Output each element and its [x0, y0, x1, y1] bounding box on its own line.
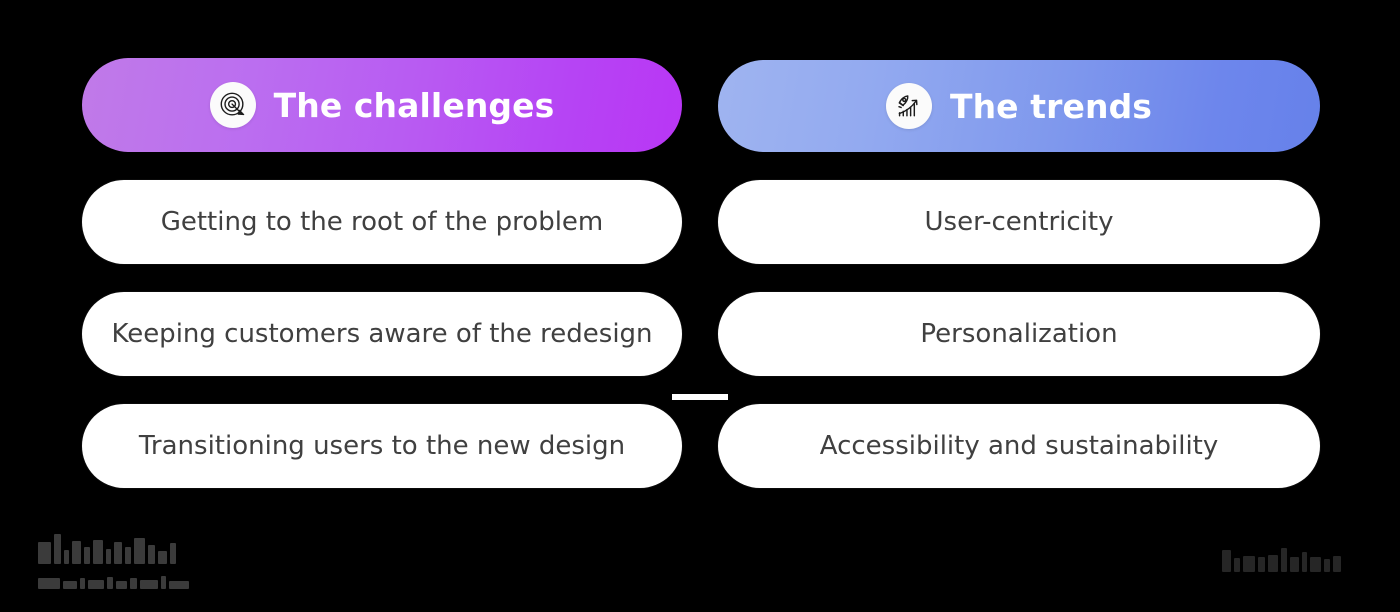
header-pill-challenges[interactable]: The challenges: [82, 58, 682, 152]
target-arrow-icon: [209, 82, 256, 128]
comparison-columns: The challenges Getting to the root of th…: [82, 0, 1320, 488]
card-label: Keeping customers aware of the redesign: [111, 319, 653, 349]
company-logo-wordmark: [38, 532, 208, 590]
list-item[interactable]: Getting to the root of the problem: [82, 180, 682, 264]
card-label: Transitioning users to the new design: [138, 431, 626, 461]
card-label: Getting to the root of the problem: [160, 207, 604, 237]
list-item[interactable]: Personalization: [718, 292, 1320, 376]
list-item[interactable]: Accessibility and sustainability: [718, 404, 1320, 488]
column-challenges: The challenges Getting to the root of th…: [82, 0, 682, 488]
card-label: Accessibility and sustainability: [819, 431, 1219, 461]
rocket-growth-chart-icon: [885, 83, 932, 129]
column-divider-tick: [672, 394, 728, 400]
header-pill-trends[interactable]: The trends: [718, 60, 1320, 152]
card-label: User-centricity: [924, 207, 1114, 237]
source-wordmark: [1222, 542, 1350, 578]
list-item[interactable]: User-centricity: [718, 180, 1320, 264]
column-trends: The trends User-centricity Personalizati…: [718, 0, 1320, 488]
header-label-trends: The trends: [949, 86, 1153, 126]
list-item[interactable]: Keeping customers aware of the redesign: [82, 292, 682, 376]
header-label-challenges: The challenges: [273, 85, 555, 125]
card-label: Personalization: [920, 319, 1118, 349]
list-item[interactable]: Transitioning users to the new design: [82, 404, 682, 488]
